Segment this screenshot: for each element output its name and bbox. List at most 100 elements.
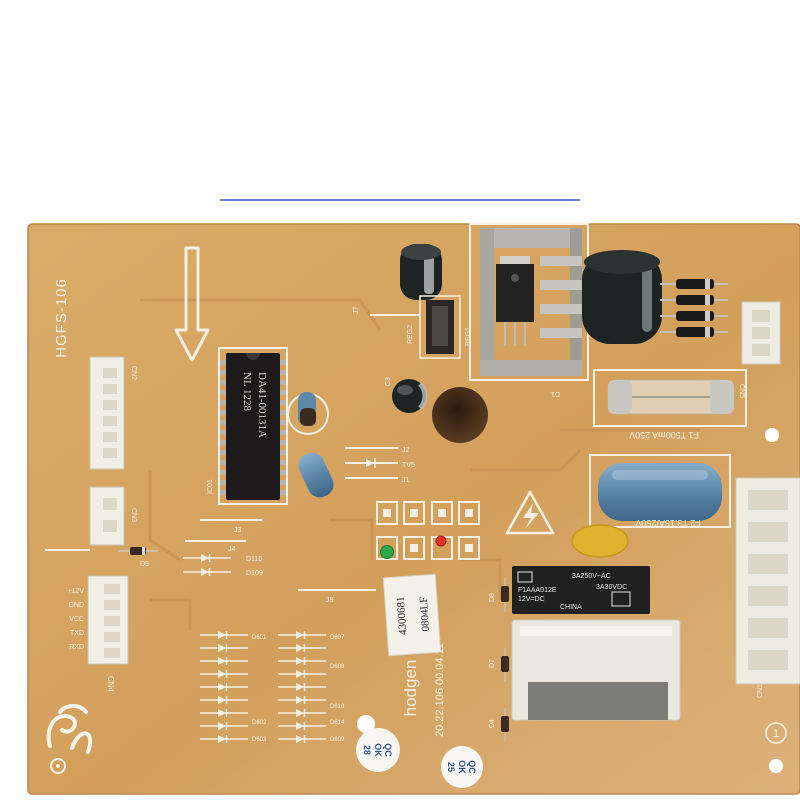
- cn5-label: CN5: [738, 384, 745, 398]
- regulator-reg2: [419, 295, 461, 359]
- led-ref-label: D609: [330, 737, 345, 743]
- ic-marking-line1: NL 1228: [241, 372, 253, 412]
- j1-label: J1: [402, 477, 410, 484]
- cn4-label: CN4: [106, 676, 115, 693]
- fuse-holder-outline: [593, 369, 747, 427]
- tv5-label: TV5: [402, 462, 415, 469]
- ic-outline: [218, 347, 288, 505]
- marker-number: 1: [773, 728, 779, 740]
- connector-cn3: [89, 486, 125, 546]
- red-led: [435, 535, 447, 547]
- mounting-hole-small: [769, 759, 783, 773]
- led-ref-label: D610: [330, 704, 345, 710]
- diode-d8: [501, 578, 509, 612]
- led-ref-label: D602: [252, 720, 267, 726]
- led-ref-label: D608: [330, 664, 345, 670]
- cn4-pin-label: VCC: [69, 616, 84, 623]
- d110-label: D110: [246, 556, 262, 563]
- heatsink: [480, 228, 582, 376]
- mounting-hole-small: [357, 715, 375, 733]
- fuse-f2-label: F2 T3.15A/250V: [635, 518, 700, 528]
- electrolytic-capacitor-large: [582, 250, 662, 344]
- qc-stamp: QC OK 25: [441, 746, 483, 788]
- power-relay: [511, 619, 681, 721]
- diode-d7: [501, 648, 509, 682]
- j7-label: J7: [353, 307, 360, 315]
- led-pad-grid: [376, 501, 480, 560]
- d9-label: D9: [140, 561, 149, 568]
- down-arrow-icon: [174, 246, 210, 362]
- sticker-line1: 4300681: [395, 596, 410, 635]
- cn4-pin-label: TXD: [70, 630, 84, 637]
- connector-cn4: [87, 575, 129, 665]
- high-voltage-warning-icon: [505, 490, 555, 535]
- qc-stamp-line1: QC: [383, 743, 393, 757]
- connector-cn2: [89, 356, 125, 470]
- fuse-f1: [607, 379, 735, 415]
- relay-rating-dc: 3A30VDC: [596, 584, 627, 591]
- ceramic-capacitor: [287, 392, 329, 435]
- d8-label: D8: [489, 593, 496, 602]
- qc-stamp-line1: QC: [467, 760, 477, 774]
- reg2-label: REG2: [407, 325, 414, 344]
- rectifier-diodes: [660, 279, 728, 337]
- relay-small: 3A250V~AC F1AAA012E 3A30VDC 12V=DC CHINA: [512, 566, 650, 614]
- label-sticker: 4300681 0804LF: [382, 573, 442, 657]
- diode-d4: [501, 708, 509, 742]
- electrolytic-capacitor-small: [400, 244, 442, 300]
- d1-label: D1: [551, 390, 560, 397]
- part-number-label: 20.22.106.00.04.11: [434, 643, 446, 737]
- qc-stamp: QC OK 28: [356, 728, 400, 772]
- traces: [140, 298, 700, 630]
- cn4-pin-label: GND: [68, 602, 84, 609]
- green-led: [380, 545, 394, 559]
- board-model-label: HGFS-106: [53, 278, 70, 358]
- led-ref-label: D603: [252, 737, 267, 743]
- led-ref-label: D614: [330, 720, 345, 726]
- ic-marking-line2: DA41-00131A: [256, 372, 268, 438]
- led-ref-label: D601: [252, 635, 267, 641]
- electrolytic-capacitor-c3: [392, 379, 428, 413]
- j4-label: J4: [228, 546, 236, 553]
- d109-label: D109: [246, 570, 263, 577]
- reg1-label: REG1: [465, 327, 472, 346]
- ic-chip: [220, 353, 286, 500]
- connector-cn5: [741, 301, 781, 365]
- j8-label: J8: [326, 597, 334, 604]
- qc-stamp-line2: OK: [373, 743, 383, 757]
- x-capacitor-outline: [589, 454, 731, 528]
- jumpers-j1-j2: [345, 447, 398, 479]
- relay-part: F1AAA012E: [518, 587, 557, 594]
- cn4-pin-label: RXD: [69, 644, 84, 651]
- led-pad-inner: [383, 509, 473, 552]
- qc-stamp-number: 28: [362, 745, 372, 755]
- marker-circle: [765, 722, 787, 744]
- j2-label: J2: [402, 447, 410, 454]
- x-capacitor: [598, 463, 722, 521]
- connector-cn1: [735, 477, 800, 685]
- relay-origin: CHINA: [560, 604, 582, 611]
- sticker-line2: 0804LF: [418, 596, 432, 632]
- cn1-label: CN1: [757, 684, 764, 698]
- qc-stamp-number: 25: [446, 762, 456, 772]
- led-ref-label: D607: [330, 635, 345, 641]
- qc-stamp-line2: OK: [457, 760, 467, 774]
- cn2-label: CN2: [130, 366, 137, 380]
- relay-coil: 12V=DC: [518, 596, 545, 603]
- maker-label: hodgen: [401, 660, 420, 717]
- ic-ref-label: IC01: [207, 479, 214, 494]
- cn3-label: CN3: [130, 508, 137, 522]
- led-diode-array-left: [200, 630, 248, 744]
- j3-label: J3: [234, 527, 242, 534]
- c3-label: C3: [385, 377, 392, 386]
- relay-rating-ac: 3A250V~AC: [572, 573, 611, 580]
- led-diode-array-right: [278, 630, 326, 744]
- mounting-hole: [432, 387, 488, 443]
- fuse-f1-label: F1 T500mA 250V: [629, 430, 699, 440]
- blue-ceramic-capacitor: [298, 452, 334, 498]
- cn4-pin-label: +12V: [67, 588, 84, 595]
- varistor: [571, 524, 629, 558]
- manufacturer-logo-icon: [46, 704, 92, 774]
- diode-d9: [118, 547, 158, 555]
